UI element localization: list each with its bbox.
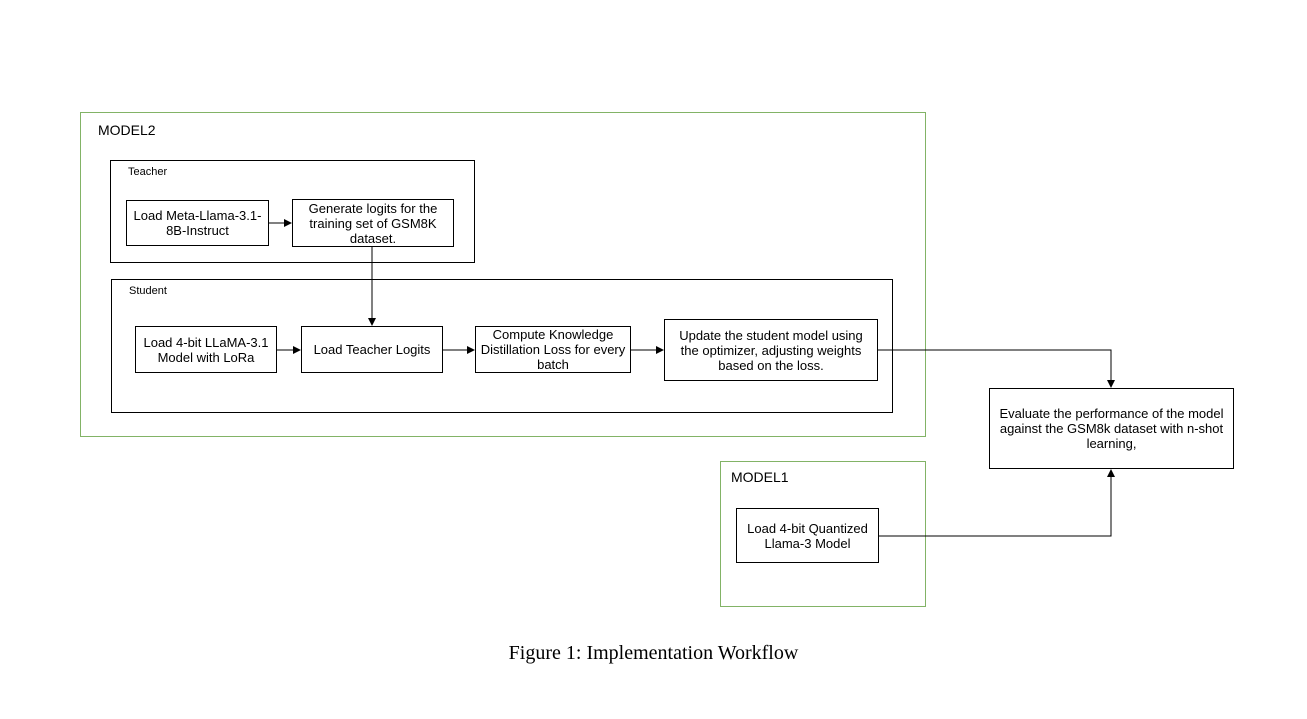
model2-label: MODEL2 [98, 122, 156, 138]
model2-container [80, 112, 926, 437]
load-4bit-quantized-text: Load 4-bit Quantized Llama-3 Model [747, 520, 868, 551]
load-4bit-lora-text: Load 4-bit LLaMA-3.1 Model with LoRa [143, 334, 269, 365]
model1-container [720, 461, 926, 607]
compute-kd-loss-node: Compute Knowledge Distillation Loss for … [475, 326, 631, 373]
compute-kd-loss-text: Compute Knowledge Distillation Loss for … [480, 327, 626, 372]
edge-quantized-to-evaluate [879, 469, 1115, 537]
teacher-container [110, 160, 475, 263]
edge-update-to-evaluate [878, 349, 1115, 388]
update-student-node: Update the student model using the optim… [664, 319, 878, 381]
student-label: Student [129, 285, 167, 297]
evaluate-node: Evaluate the performance of the model ag… [989, 388, 1234, 469]
load-teacher-logits-node: Load Teacher Logits [301, 326, 443, 373]
load-4bit-lora-node: Load 4-bit LLaMA-3.1 Model with LoRa [135, 326, 277, 373]
load-teacher-logits-text: Load Teacher Logits [313, 342, 431, 357]
load-meta-llama-node: Load Meta-Llama-3.1-8B-Instruct [126, 200, 269, 246]
update-student-text: Update the student model using the optim… [679, 327, 863, 373]
evaluate-text: Evaluate the performance of the model ag… [999, 406, 1224, 451]
load-meta-llama-text: Load Meta-Llama-3.1-8B-Instruct [133, 208, 262, 238]
figure-caption: Figure 1: Implementation Workflow [508, 642, 799, 664]
student-container [111, 279, 893, 413]
teacher-label: Teacher [128, 166, 168, 178]
model1-label: MODEL1 [731, 469, 789, 485]
generate-logits-text: Generate logits for the training set of … [308, 200, 438, 246]
load-4bit-quantized-node: Load 4-bit Quantized Llama-3 Model [736, 508, 879, 563]
generate-logits-node: Generate logits for the training set of … [292, 199, 454, 247]
